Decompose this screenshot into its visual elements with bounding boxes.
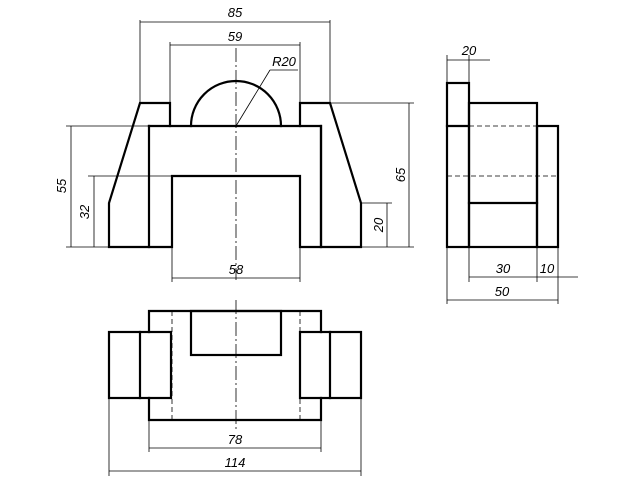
side-view	[445, 81, 560, 249]
dim-label-50: 50	[495, 284, 510, 299]
dim-leader-r20	[235, 69, 271, 127]
front-view	[107, 48, 363, 280]
dim-label-r20: R20	[272, 54, 297, 69]
dim-label-32: 32	[77, 204, 92, 219]
top-body-outline-bottom	[147, 396, 323, 422]
front-left-wing-outline	[107, 101, 172, 249]
dim-label-114: 114	[225, 455, 246, 470]
dim-label-85: 85	[228, 5, 243, 20]
front-right-wing-outline	[298, 101, 363, 249]
side-left-tall-block	[445, 81, 471, 249]
dim-label-59: 59	[228, 29, 242, 44]
dimension-labels: 85 59 R20 55 32 58 65 20 20 30 10 50 78 …	[54, 5, 555, 470]
dim-label-10: 10	[540, 261, 555, 276]
dim-label-58: 58	[229, 262, 244, 277]
dimension-lines	[66, 20, 578, 476]
top-view	[107, 300, 363, 430]
front-body-outline	[147, 124, 323, 249]
dim-label-20-side: 20	[461, 43, 477, 58]
dim-label-55: 55	[54, 178, 69, 193]
dim-label-78: 78	[228, 432, 243, 447]
top-body-outline	[147, 309, 323, 334]
dim-label-30: 30	[496, 261, 511, 276]
side-right-block	[535, 124, 560, 249]
side-middle-block	[467, 101, 539, 249]
dim-label-65: 65	[393, 167, 408, 182]
dim-label-20-front: 20	[371, 217, 386, 233]
